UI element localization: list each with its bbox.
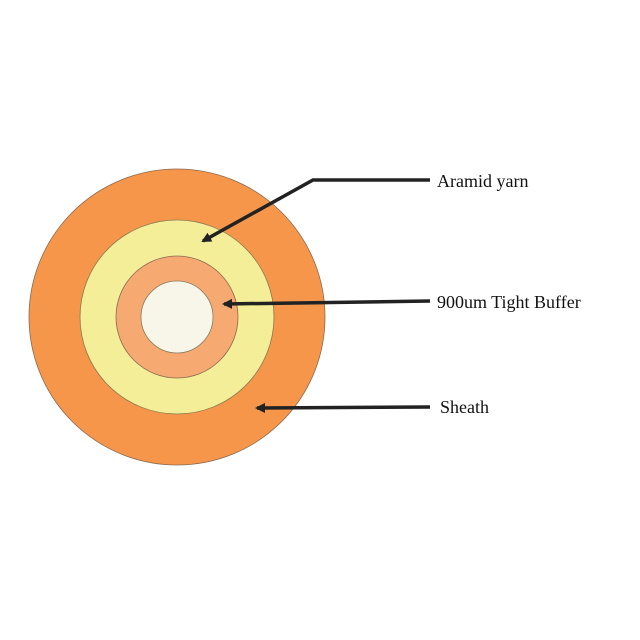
sheath-arrow <box>255 402 431 413</box>
buffer-arrow <box>222 298 431 309</box>
sheath-label: Sheath <box>440 397 489 417</box>
tight-buffer-label: 900um Tight Buffer <box>437 292 581 312</box>
fiber-core <box>140 280 214 354</box>
aramid-yarn-label: Aramid yarn <box>437 171 529 191</box>
aramid-arrow <box>201 178 430 243</box>
